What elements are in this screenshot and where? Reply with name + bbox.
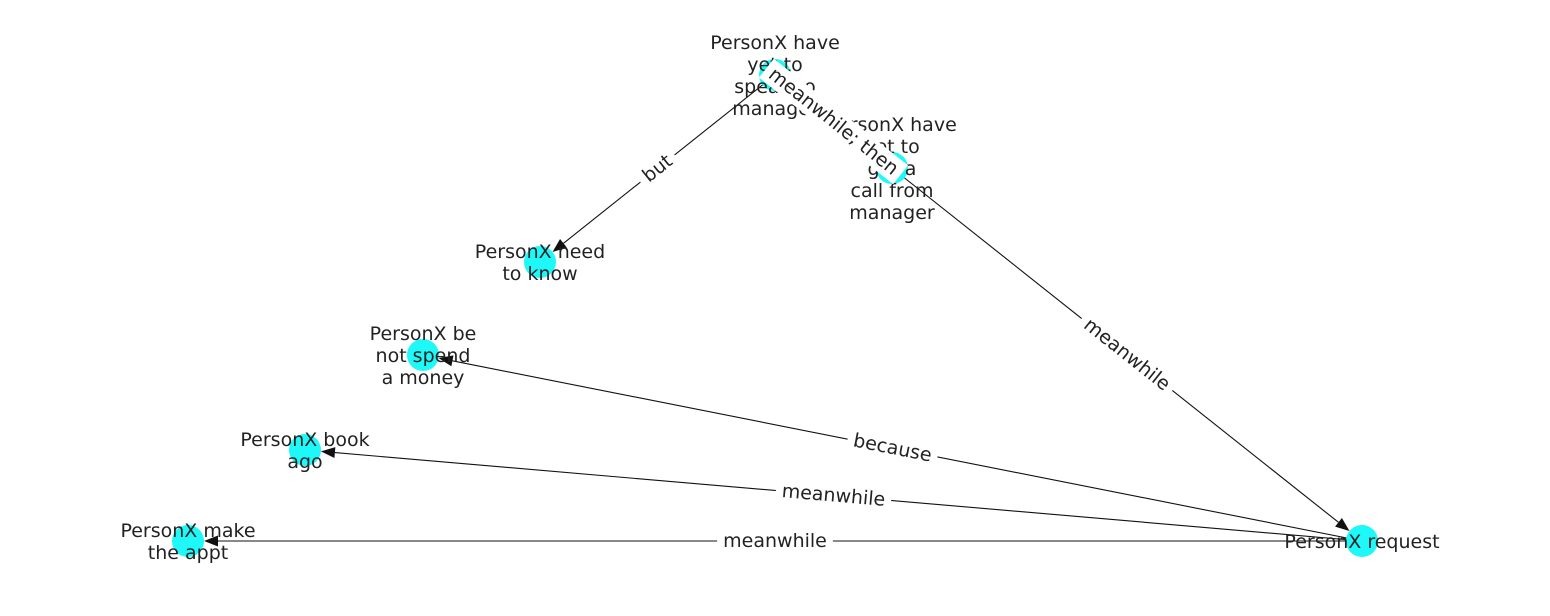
- edge-arrowhead: [320, 447, 336, 459]
- node-label-line: PersonX request: [1284, 531, 1439, 553]
- edge-label-group: but: [632, 145, 683, 192]
- edge-arrowhead: [438, 355, 454, 367]
- edge-label: because: [851, 429, 933, 466]
- node-book[interactable]: [289, 434, 321, 466]
- node-label-line: the appt: [148, 542, 228, 564]
- edge-label-background: [1074, 309, 1180, 400]
- node-label-line: PersonX book: [240, 429, 369, 451]
- nodes-layer: [172, 59, 1378, 557]
- edge-label-background: [632, 145, 683, 192]
- node-label-line: not spend: [376, 345, 471, 367]
- node-label-request: PersonX request: [1284, 531, 1439, 553]
- node-label-line: call from: [851, 180, 934, 202]
- edge-label-group: meanwhile: [774, 478, 893, 513]
- node-request[interactable]: [1346, 525, 1378, 557]
- node-label-line: a money: [382, 367, 465, 389]
- edge-label-group: meanwhile: [717, 529, 833, 553]
- node-label-line: PersonX have: [710, 32, 840, 54]
- node-money[interactable]: [407, 339, 439, 371]
- edge-arrowhead: [204, 535, 218, 547]
- edge-label: meanwhile: [1080, 314, 1175, 396]
- edge-arrowhead: [552, 239, 567, 253]
- node-appt[interactable]: [172, 525, 204, 557]
- edge-label: meanwhile: [781, 480, 886, 511]
- node-label-line: PersonX be: [370, 323, 477, 345]
- node-label-line: manager: [849, 202, 935, 224]
- edge-label-background: [717, 529, 833, 553]
- edge-label: meanwhile: [723, 530, 827, 552]
- node-label-line: ago: [287, 451, 322, 473]
- node-know[interactable]: [524, 246, 556, 278]
- edge-arrowhead: [1335, 518, 1350, 532]
- edge-label-group: because: [845, 427, 940, 469]
- node-label-line: PersonX make: [120, 520, 255, 542]
- node-label-line: PersonX need: [475, 241, 605, 263]
- edge-label-background: [758, 58, 909, 185]
- edge-label-group: meanwhile: [1074, 309, 1180, 400]
- edge-label-background: [774, 478, 893, 513]
- node-label-line: to know: [502, 263, 577, 285]
- edge-label-background: [845, 427, 940, 469]
- edges-layer: [204, 74, 1363, 547]
